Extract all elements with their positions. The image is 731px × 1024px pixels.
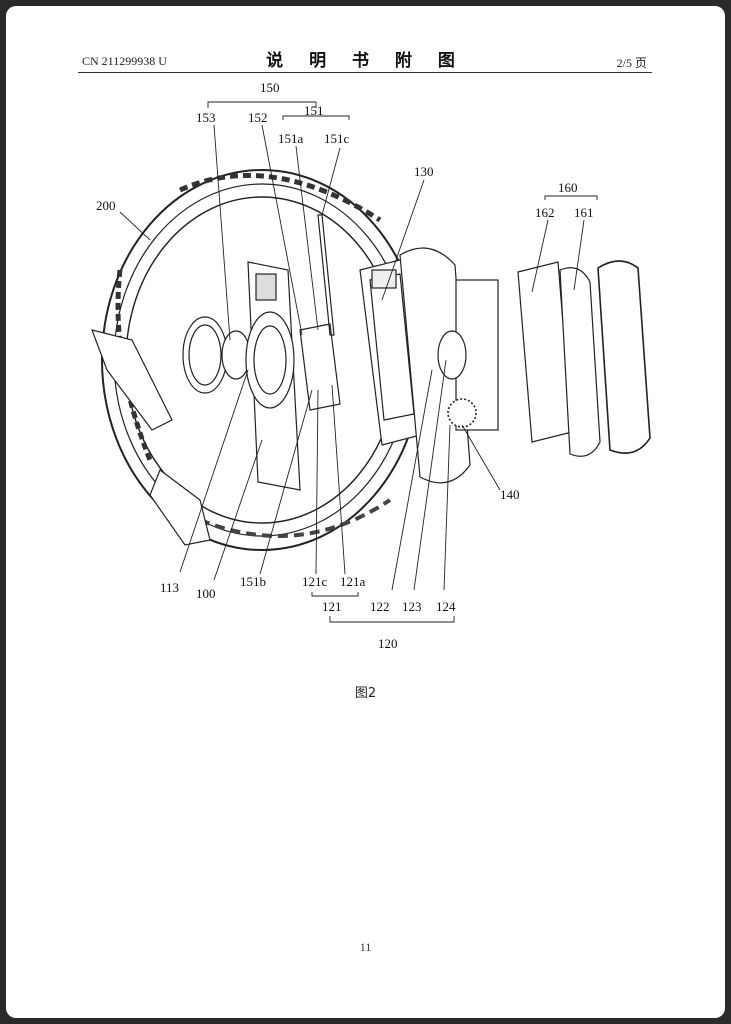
label-152: 152 xyxy=(248,110,268,125)
label-120: 120 xyxy=(378,636,398,651)
label-140: 140 xyxy=(500,487,520,502)
label-151: 151 xyxy=(304,103,324,118)
page-count: 2/5 页 xyxy=(616,56,647,70)
label-151a: 151a xyxy=(278,131,304,146)
page-number: 11 xyxy=(359,940,372,954)
label-150: 150 xyxy=(260,80,280,95)
label-162: 162 xyxy=(535,205,555,220)
strap-buckle-top xyxy=(91,329,173,431)
patent-page: CN 211299938 U 说 明 书 附 图 2/5 页 xyxy=(6,6,725,1018)
exploded-view-drawing: 150 151 153 152 151a 151c 200 130 160 16… xyxy=(91,80,651,651)
label-113: 113 xyxy=(160,580,179,595)
speaker xyxy=(437,330,467,380)
display-assembly xyxy=(517,260,651,457)
label-121c: 121c xyxy=(302,574,328,589)
label-123: 123 xyxy=(402,599,422,614)
label-100: 100 xyxy=(196,586,216,601)
label-161: 161 xyxy=(574,205,594,220)
page-title: 说 明 书 附 图 xyxy=(266,51,465,71)
strap-buckle-bottom xyxy=(149,469,211,546)
label-124: 124 xyxy=(436,599,456,614)
flex-board xyxy=(299,323,341,411)
label-121: 121 xyxy=(322,599,342,614)
label-130: 130 xyxy=(414,164,434,179)
document-number: CN 211299938 U xyxy=(82,54,167,68)
crown-knob xyxy=(447,398,477,428)
back-plate xyxy=(245,261,301,491)
label-122: 122 xyxy=(370,599,390,614)
header-rule xyxy=(78,72,652,73)
label-153: 153 xyxy=(196,110,216,125)
label-200: 200 xyxy=(96,198,116,213)
label-160: 160 xyxy=(558,180,578,195)
label-121a: 121a xyxy=(340,574,366,589)
flex-cable xyxy=(317,214,335,336)
figure-caption: 图2 xyxy=(354,686,377,701)
label-151b: 151b xyxy=(240,574,266,589)
label-151c: 151c xyxy=(324,131,350,146)
